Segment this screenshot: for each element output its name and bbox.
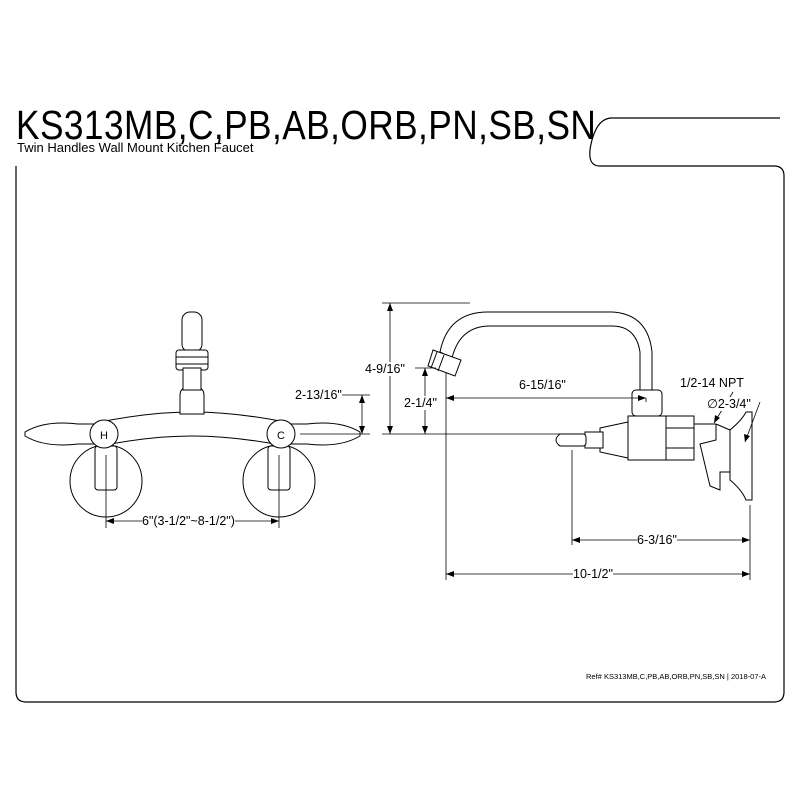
dim-thread: 1/2-14 NPT — [680, 376, 744, 390]
dim-spout-height: 2-1/4" — [404, 396, 437, 410]
reference-number: Ref# KS313MB,C,PB,AB,ORB,PN,SB,SN — [586, 672, 725, 681]
dim-inlet-height: 2-13/16" — [295, 388, 342, 402]
front-view-faucet — [24, 311, 361, 518]
dim-body-depth: 6-3/16" — [637, 533, 677, 547]
revision-code: 2018-07-A — [730, 672, 766, 681]
dim-overall-depth: 10-1/2" — [573, 567, 613, 581]
side-view-faucet — [427, 311, 753, 501]
reference-separator: | — [726, 672, 731, 681]
dim-center-spread: 6"(3-1/2"~8-1/2") — [142, 514, 235, 528]
dim-total-height: 4-9/16" — [365, 362, 405, 376]
page-frame — [15, 117, 785, 703]
product-subtitle: Twin Handles Wall Mount Kitchen Faucet — [17, 140, 254, 155]
left-lever-handle — [24, 422, 97, 446]
dim-flange-diameter: ∅2-3/4" — [707, 397, 751, 411]
model-title: KS313MB,C,PB,AB,ORB,PN,SB,SN — [16, 102, 597, 148]
footer-reference: Ref# KS313MB,C,PB,AB,ORB,PN,SB,SN | 2018… — [586, 672, 766, 681]
cold-letter: C — [277, 430, 285, 442]
wall-flange — [729, 411, 753, 501]
dim-spout-reach: 6-15/16" — [519, 378, 566, 392]
hot-letter: H — [100, 430, 108, 442]
